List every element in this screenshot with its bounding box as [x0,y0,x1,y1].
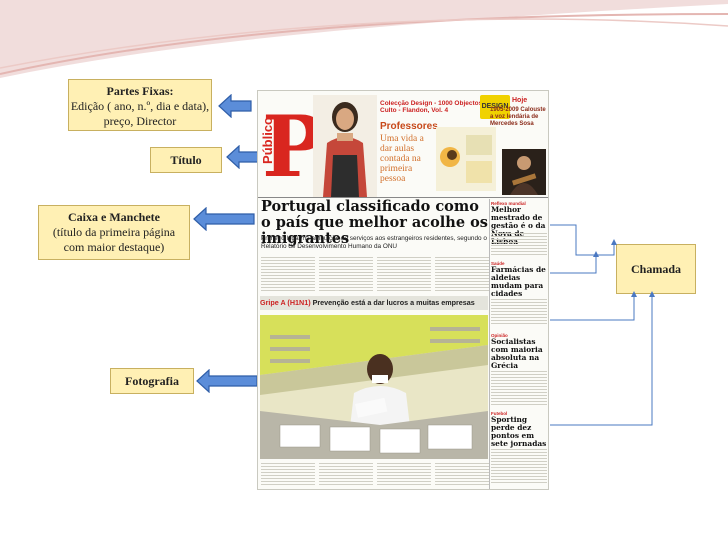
photo-text-2 [319,463,373,487]
design-badge: DESIGN [480,95,510,119]
partes-fixas-title: Partes Fixas: [106,84,174,98]
hoje-label: Hoje [512,97,528,104]
top-rule [258,197,548,198]
titulo-label: Título [150,147,222,173]
headline-deck: Primeiro lugar na atribuição de serviços… [261,235,487,250]
chamada-title: Chamada [630,262,681,276]
sidebar-kicker: Saúde [491,261,505,266]
professores-kicker[interactable]: Professores [380,121,438,132]
photo-text-1 [261,463,315,487]
guitarist-image [502,149,546,195]
photo-caption: Prevenção está a dar lucros a muitas emp… [312,298,475,307]
sidebar-headline: Sporting perde dez pontos em sete jornad… [491,415,547,448]
partes-fixas-line1: Edição ( ano, n.º, dia e data), [70,99,210,113]
body-text-column-2 [319,257,373,293]
fotografia-label: Fotografia [110,368,194,394]
photo-text-4 [435,463,489,487]
sidebar-headline: Socialistas com maioria absoluta na Gréc… [491,337,543,370]
body-text-column-3 [377,257,431,293]
background-swoosh [0,0,728,78]
cover-woman-image [313,95,377,197]
photo-text-3 [377,463,431,487]
caixa-manchete-title: Caixa e Manchete [68,210,160,224]
sidebar-item-farmacias[interactable]: Saúde Farmácias de aldeias mudam para ci… [491,261,548,298]
sidebar-item-sporting[interactable]: Futebol Sporting perde dez pontos em set… [491,411,548,448]
titulo-arrow-icon [226,145,260,169]
fotografia-title: Fotografia [125,374,179,388]
fotografia-arrow-icon [196,369,258,393]
titulo-title: Título [170,153,202,167]
sidebar-text [491,449,547,485]
professores-text: Uma vida a dar aulas contada na primeira… [380,134,424,184]
illustration-image [436,127,496,191]
sidebar-item-socialistas[interactable]: Opinião Socialistas com maioria absoluta… [491,333,548,370]
sidebar-divider [489,199,490,489]
caixa-manchete-line2: com maior destaque) [63,240,165,254]
chamada-label: Chamada [616,244,696,294]
body-text-column-4 [435,257,489,293]
partes-fixas-arrow-icon [218,94,252,118]
sidebar-kicker: Opinião [491,333,508,338]
sidebar-text [491,371,547,405]
caixa-manchete-label: Caixa e Manchete (título da primeira pág… [38,205,190,260]
body-text-column-1 [261,257,315,293]
photo-tag: Gripe A (H1N1) [260,298,311,307]
sidebar-text [491,233,547,257]
partes-fixas-label: Partes Fixas: Edição ( ano, n.º, dia e d… [68,79,212,131]
sidebar-kicker: Reflexo mundial [491,201,526,206]
chamada-connectors [550,224,655,426]
sidebar-headline: Farmácias de aldeias mudam para cidades [491,265,546,298]
photo-headline-bar[interactable]: Gripe A (H1N1) Prevenção está a dar lucr… [260,296,488,310]
colecao-banner[interactable]: Colecção Design - 1000 Objectos de Culto… [380,100,492,114]
partes-fixas-line2: preço, Director [103,114,177,128]
sidebar-kicker: Futebol [491,411,508,416]
caixa-manchete-line1: (título da primeira página [52,225,176,239]
newspaper-front-page: Público P Colecção Design - 1000 Objecto… [257,90,549,490]
caixa-manchete-arrow-icon [193,207,255,231]
main-headline[interactable]: Portugal classificado como o país que me… [261,198,488,247]
sidebar-text [491,299,547,325]
main-photo-image [260,315,488,459]
side-story-1905[interactable]: 1905-2009 Calouste a voz lendária de Mer… [490,107,546,127]
